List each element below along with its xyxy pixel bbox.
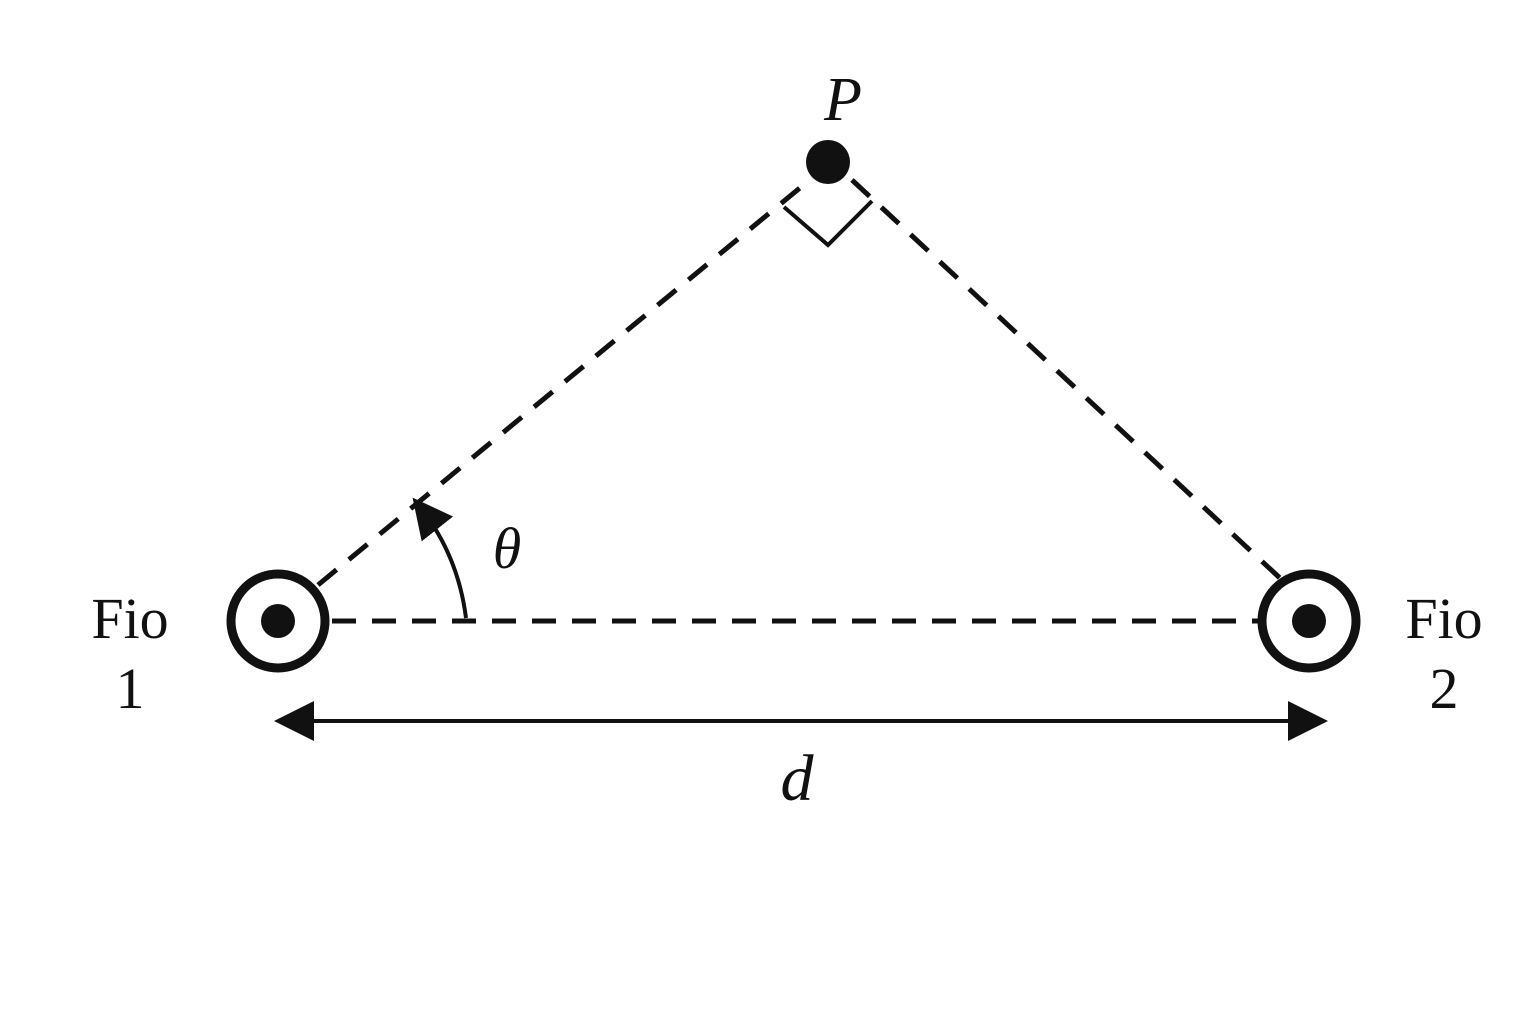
angle-theta-arc [412, 497, 468, 619]
line-p-to-wire2 [850, 178, 1284, 582]
right-angle-marker [782, 199, 874, 248]
wire-1-label-line1: Fio [91, 586, 168, 651]
angle-theta-label: θ [493, 516, 522, 581]
distance-d-label: d [781, 742, 815, 815]
wire-2-label-line2: 2 [1430, 656, 1459, 721]
wire-1-label-line2: 1 [116, 656, 145, 721]
point-p [806, 140, 850, 184]
point-p-label: P [823, 66, 862, 134]
line-wire1-to-p [316, 176, 814, 587]
wire-2-symbol [1257, 569, 1361, 673]
wire-1-symbol [226, 569, 330, 673]
wire-2-label-line1: Fio [1405, 586, 1482, 651]
